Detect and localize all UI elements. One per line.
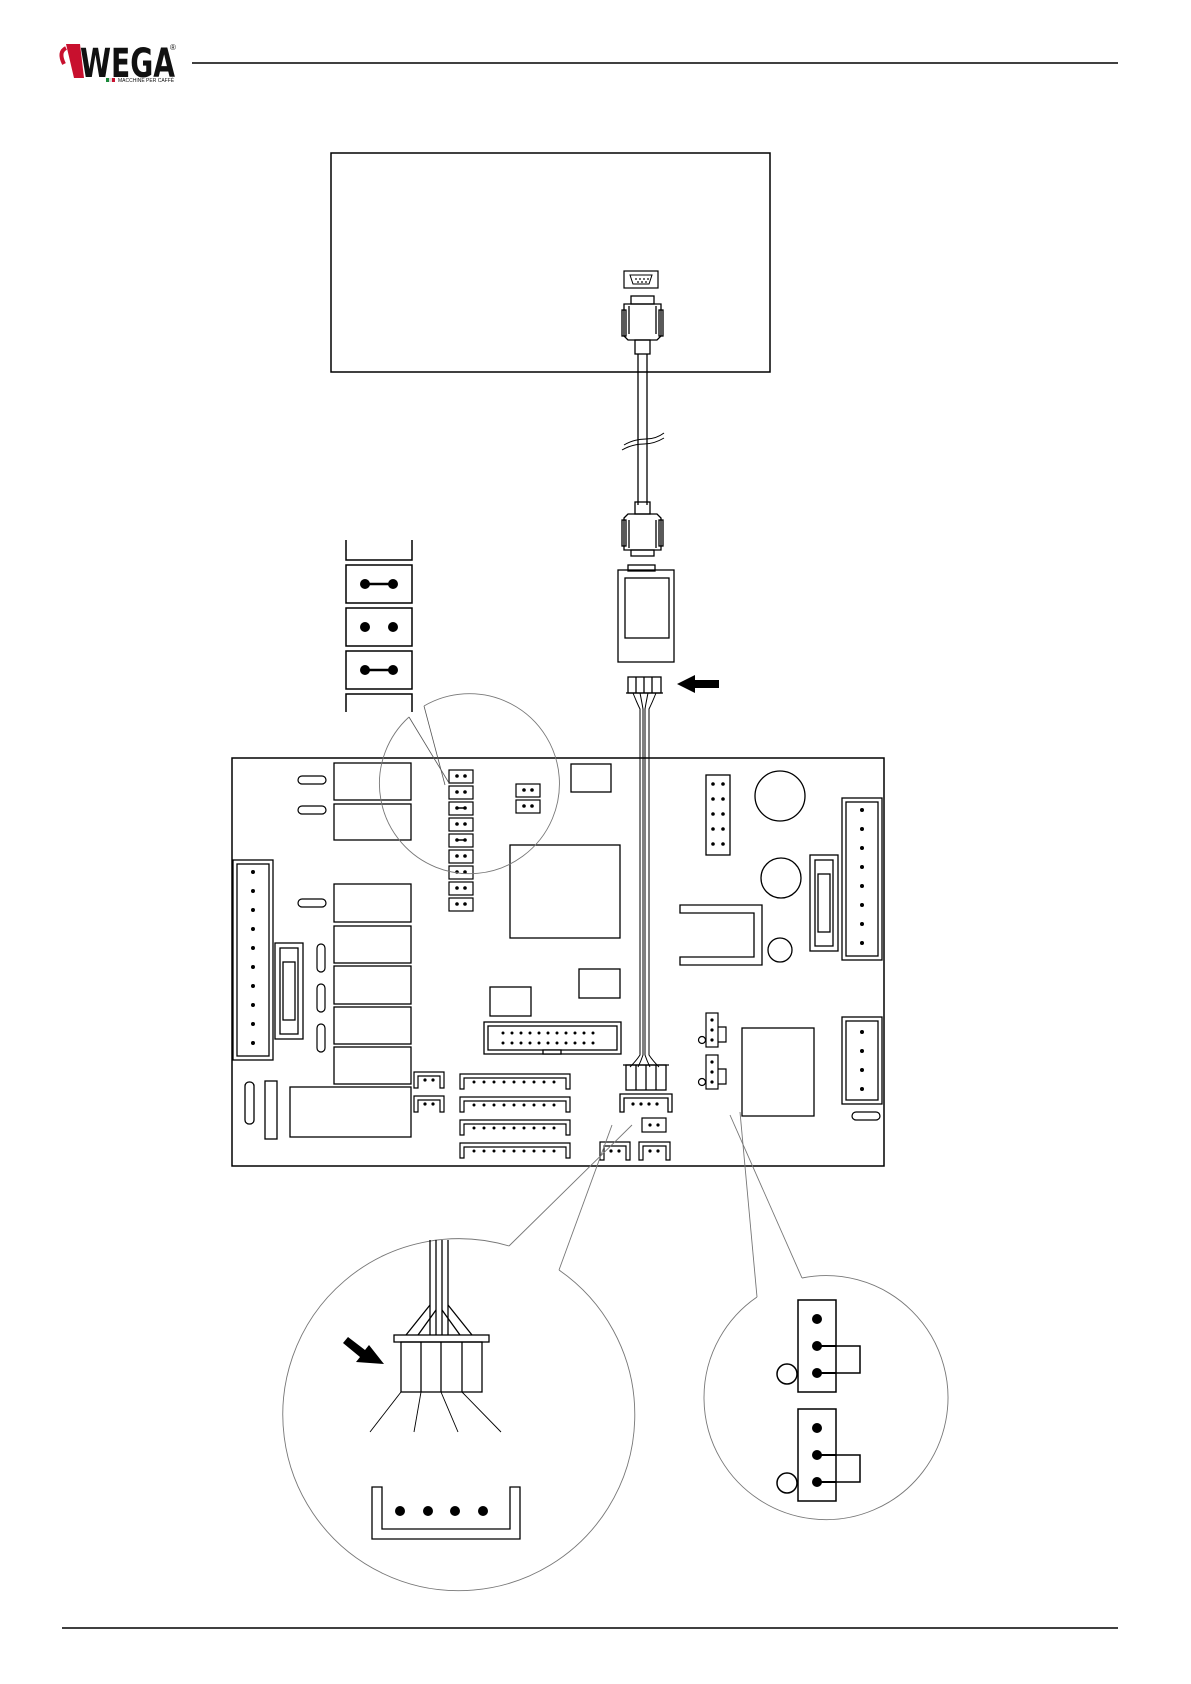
jumper-pair-middle [516,784,540,813]
left-terminal-block [233,860,273,1060]
logo-tagline: MACCHINE PER CAFFÈ [118,77,175,84]
zoom-jumpers [346,540,559,874]
board-small-parts-left [298,776,326,1052]
board-right-small-part [852,1112,880,1120]
lower-db9-plug [622,502,663,556]
board-connector-rows [460,1074,570,1158]
left-bottom-parts [245,1081,277,1139]
adapter-4pin-connector [626,677,663,693]
zoom-4pin-connector [283,1125,635,1591]
board-heatsink [680,905,762,965]
left-fuse [275,943,303,1039]
board-ribbon-header [484,1022,621,1054]
logo-registered-mark: ® [170,43,176,52]
arrow-to-zoom-connector-icon [343,1337,384,1364]
arrow-to-adapter-connector-icon [677,675,719,693]
jumper-block [449,770,473,911]
board-2pin-connectors [414,1072,444,1112]
computer-unit [331,153,770,372]
logo-flag-red [112,78,115,82]
logo-cup-handle-icon [61,48,66,64]
upper-db9-plug [622,296,663,354]
board-microcontroller [510,845,620,938]
wega-logo: WEGA ® MACCHINE PER CAFFÈ [61,41,176,87]
logo-flag-white [109,78,112,82]
board-3pin-jumper [699,1013,727,1089]
board-capacitor-large [755,771,805,821]
right-terminal-block-top [842,798,882,960]
board-bottom-small-connectors [600,1118,670,1160]
board-transformer [742,1028,814,1116]
board-chip-small-mid [579,969,620,998]
logo-flag-green [106,78,109,82]
serial-adapter [618,565,674,662]
serial-cable [622,354,664,505]
db9-serial-port [624,271,658,288]
right-fuse [810,855,838,951]
board-chip-small-left [490,987,531,1016]
board-relays [290,763,411,1137]
control-board [232,758,884,1166]
board-right-header [706,775,730,855]
right-terminal-block-bottom [842,1017,882,1104]
ribbon-wires [630,693,659,1067]
board-capacitor-small [768,938,792,962]
board-4pin-header [620,1065,672,1112]
jumper-zoom-leaders [409,706,449,785]
board-chip-small-top [571,764,611,792]
board-capacitor-medium [761,858,801,898]
zoom-3pin-jumpers [704,1112,948,1520]
